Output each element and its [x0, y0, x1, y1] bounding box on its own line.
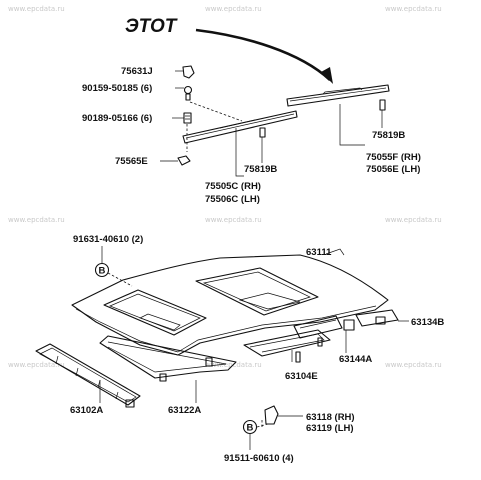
label-63102a: 63102A — [70, 405, 103, 416]
watermark-1: www.epcdata.ru — [8, 5, 65, 13]
label-63118: 63118 (RH) — [306, 412, 355, 423]
label-63119: 63119 (LH) — [306, 423, 354, 434]
callout-labels: 75631J 90159-50185 (6) 90189-05166 (6) 7… — [70, 66, 444, 464]
marker-b-bottom-letter: B — [247, 423, 254, 434]
annotation-arrow — [195, 28, 331, 81]
clip-75565e — [160, 155, 191, 166]
watermark-6: www.epcdata.ru — [385, 216, 442, 224]
label-63111: 63111 — [306, 247, 332, 258]
watermark-5: www.epcdata.ru — [205, 216, 262, 224]
label-63104e: 63104E — [285, 371, 318, 382]
label-75565e: 75565E — [115, 156, 148, 167]
watermark-7: www.epcdata.ru — [8, 361, 65, 369]
part-63122a-header — [99, 335, 237, 403]
part-63118-holder — [261, 405, 303, 428]
dashed-guide-1 — [189, 101, 243, 122]
marker-b-top: B — [94, 246, 133, 287]
label-75056e: 75056E (LH) — [366, 164, 420, 175]
marker-b-top-letter: B — [99, 266, 106, 277]
label-63134b: 63134B — [411, 317, 444, 328]
watermark-3: www.epcdata.ru — [385, 5, 442, 13]
label-75506c: 75506C (LH) — [205, 194, 260, 205]
label-75505c: 75505C (RH) — [205, 181, 261, 192]
label-75819b-left: 75819B — [244, 164, 277, 175]
part-63144a-bracket — [293, 315, 355, 353]
annotation-text: ЭТОТ — [125, 16, 178, 37]
watermark-4: www.epcdata.ru — [8, 216, 65, 224]
label-75055f: 75055F (RH) — [366, 152, 421, 163]
part-63134b-bracket — [355, 309, 409, 327]
label-90189-05166: 90189-05166 (6) — [82, 113, 152, 124]
label-91511-60610: 91511-60610 (4) — [224, 453, 294, 464]
part-63111-roof-panel — [71, 248, 389, 356]
screw-90189 — [172, 112, 192, 124]
label-63122a: 63122A — [168, 405, 201, 416]
part-75055f-molding — [286, 84, 390, 146]
watermark-2: www.epcdata.ru — [205, 5, 262, 13]
label-90159-50185: 90159-50185 (6) — [82, 83, 152, 94]
watermark-9: www.epcdata.ru — [385, 361, 442, 369]
label-75631j: 75631J — [121, 66, 153, 77]
annotation-arrow-head — [321, 67, 333, 84]
label-75819b-right: 75819B — [372, 130, 405, 141]
part-63104e-frame — [243, 329, 331, 363]
label-91631-40610: 91631-40610 (2) — [73, 234, 143, 245]
clip-75631j — [175, 65, 195, 79]
part-63102a-reinforcement — [35, 343, 141, 408]
part-75505c-molding — [182, 110, 298, 177]
marker-b-bottom: B — [242, 419, 269, 450]
label-63144a: 63144A — [339, 354, 372, 365]
screw-90159 — [175, 85, 193, 101]
